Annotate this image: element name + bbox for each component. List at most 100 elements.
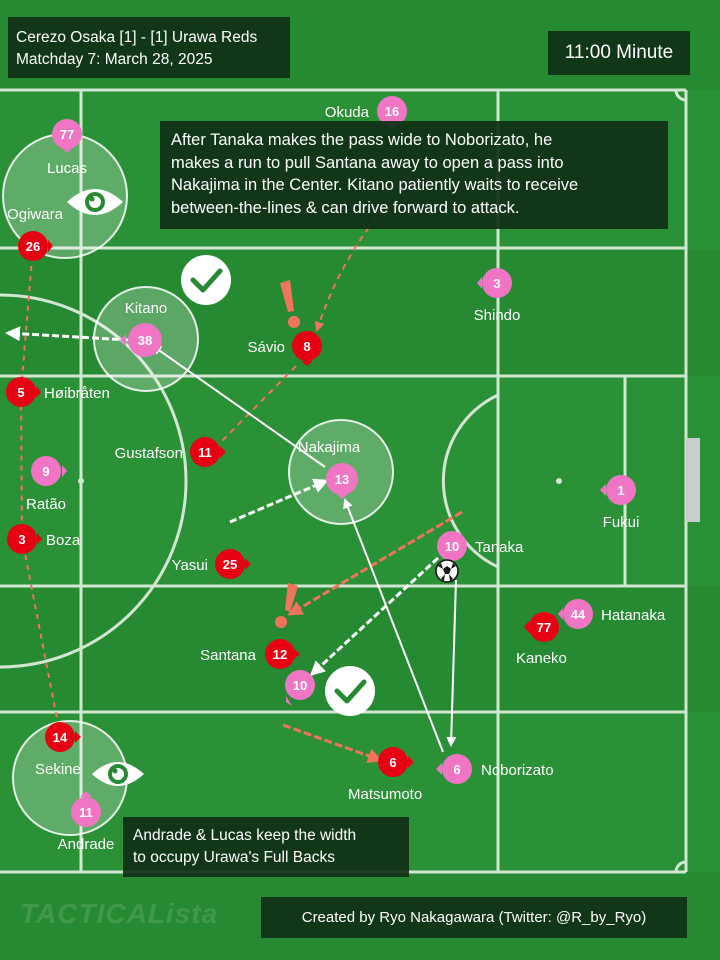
cerezo-player: Ogiwara	[7, 206, 64, 223]
svg-text:Santana: Santana	[200, 647, 257, 664]
cerezo-player: 3 Shindo	[474, 268, 521, 324]
annotation-bottom: Andrade & Lucas keep the width to occupy…	[123, 817, 409, 877]
kitano-dribble	[5, 326, 130, 342]
svg-text:12: 12	[273, 647, 287, 662]
svg-text:10: 10	[445, 539, 459, 554]
urawa-player: 8 Sávio	[247, 331, 322, 366]
urawa-players: 26 8 Sávio 5 Høibråten 11 Gustafson	[6, 231, 567, 803]
cerezo-player: 77 Lucas	[47, 119, 87, 177]
svg-text:Sekine: Sekine	[35, 761, 81, 778]
svg-text:11: 11	[198, 445, 212, 460]
urawa-player: 5 Høibråten	[6, 377, 110, 407]
urawa-player: 77 Kaneko	[516, 612, 567, 667]
urawa-player: 25 Yasui	[172, 549, 251, 579]
svg-text:6: 6	[389, 755, 396, 770]
svg-text:25: 25	[223, 557, 237, 572]
svg-text:Nakajima: Nakajima	[298, 439, 361, 456]
credit-line: Created by Ryo Nakagawara (Twitter: @R_b…	[261, 897, 687, 938]
svg-text:8: 8	[303, 339, 310, 354]
svg-text:3: 3	[493, 276, 500, 291]
urawa-player: 12 Santana	[200, 639, 300, 669]
svg-text:11: 11	[79, 805, 93, 820]
svg-text:26: 26	[26, 239, 40, 254]
svg-text:16: 16	[385, 104, 399, 119]
match-header: Cerezo Osaka [1] - [1] Urawa Reds Matchd…	[8, 17, 290, 78]
svg-text:Hatanaka: Hatanaka	[601, 607, 666, 624]
santana-run	[287, 510, 463, 616]
svg-text:9: 9	[42, 464, 49, 479]
svg-text:10: 10	[293, 678, 307, 693]
cerezo-player: 6 Noborizato	[436, 754, 554, 784]
svg-text:3: 3	[18, 532, 25, 547]
urawa-player: 11 Gustafson	[115, 437, 226, 467]
penalty-spot	[556, 478, 562, 484]
cerezo-player: 13 Nakajima	[298, 439, 361, 499]
cerezo-player: 10	[285, 670, 315, 706]
cerezo-players: 77 Lucas 16 Okuda Ogiwara 38 Kitano	[7, 96, 666, 853]
svg-text:Fukui: Fukui	[603, 514, 640, 531]
exclamation-icon	[280, 280, 300, 328]
svg-text:Høibråten: Høibråten	[44, 385, 110, 402]
check-icon	[325, 666, 375, 716]
svg-text:Andrade: Andrade	[58, 836, 115, 853]
svg-text:77: 77	[60, 127, 74, 142]
svg-text:44: 44	[571, 607, 586, 622]
svg-text:Kaneko: Kaneko	[516, 650, 567, 667]
eye-icon	[67, 189, 123, 215]
svg-text:Matsumoto: Matsumoto	[348, 786, 422, 803]
minute-badge: 11:00 Minute	[548, 31, 690, 75]
cerezo-player: 44 Hatanaka	[558, 599, 666, 629]
annotation-line: to occupy Urawa's Full Backs	[133, 849, 335, 866]
pass-to-noborizato	[446, 579, 457, 747]
svg-text:Lucas: Lucas	[47, 160, 87, 177]
svg-text:13: 13	[335, 472, 349, 487]
cerezo-player: 10 Tanaka	[437, 531, 524, 561]
goal	[686, 438, 700, 522]
urawa-player: 6 Matsumoto	[348, 747, 422, 803]
football-icon	[435, 559, 459, 583]
pass-to-kitano	[151, 344, 326, 468]
svg-text:Noborizato: Noborizato	[481, 762, 554, 779]
urawa-player: 14 Sekine	[35, 722, 81, 778]
matsumoto-run	[282, 723, 383, 763]
matchday-date: Matchday 7: March 28, 2025	[16, 51, 213, 68]
pass-to-nakajima	[343, 498, 444, 753]
gustafson-link-line	[218, 365, 297, 445]
svg-text:Yasui: Yasui	[172, 557, 208, 574]
svg-text:77: 77	[537, 620, 551, 635]
svg-text:14: 14	[53, 730, 68, 745]
urawa-player: 26	[18, 231, 53, 261]
annotation-line: Andrade & Lucas keep the width	[133, 827, 357, 844]
cerezo-player: 9 Ratão	[26, 456, 67, 513]
cerezo-player: 1 Fukui	[600, 475, 639, 531]
annotation-line: Nakajima in the Center. Kitano patiently…	[171, 176, 579, 194]
urawa-back-line	[19, 245, 61, 735]
svg-text:Tanaka: Tanaka	[475, 539, 524, 556]
svg-text:Ogiwara: Ogiwara	[7, 206, 64, 223]
svg-text:Sávio: Sávio	[247, 339, 285, 356]
svg-text:Shindo: Shindo	[474, 307, 521, 324]
svg-text:1: 1	[617, 483, 624, 498]
eye-icon	[92, 762, 144, 786]
svg-text:Okuda: Okuda	[325, 104, 370, 121]
annotation-line: makes a run to pull Santana away to open…	[171, 153, 564, 172]
svg-text:Boza: Boza	[46, 532, 81, 549]
svg-text:Ratão: Ratão	[26, 496, 66, 513]
cerezo-player: 11 Andrade	[58, 791, 115, 853]
svg-text:38: 38	[138, 333, 152, 348]
match-title: Cerezo Osaka [1] - [1] Urawa Reds	[16, 29, 258, 46]
annotation-line: between-the-lines & can drive forward to…	[171, 198, 520, 217]
svg-text:6: 6	[453, 762, 460, 777]
nakajima-run	[229, 478, 329, 524]
movement-lines	[5, 209, 463, 763]
exclamation-icon	[275, 583, 298, 628]
urawa-player: 3 Boza	[7, 524, 81, 554]
cerezo-player: 16 Okuda	[325, 96, 407, 129]
center-spot	[78, 478, 84, 484]
svg-text:Kitano: Kitano	[125, 300, 168, 317]
cerezo-player: 38 Kitano	[120, 300, 167, 357]
svg-text:5: 5	[17, 385, 24, 400]
watermark-logo: TACTICALista	[20, 898, 219, 929]
annotation-line: After Tanaka makes the pass wide to Nobo…	[171, 131, 553, 149]
